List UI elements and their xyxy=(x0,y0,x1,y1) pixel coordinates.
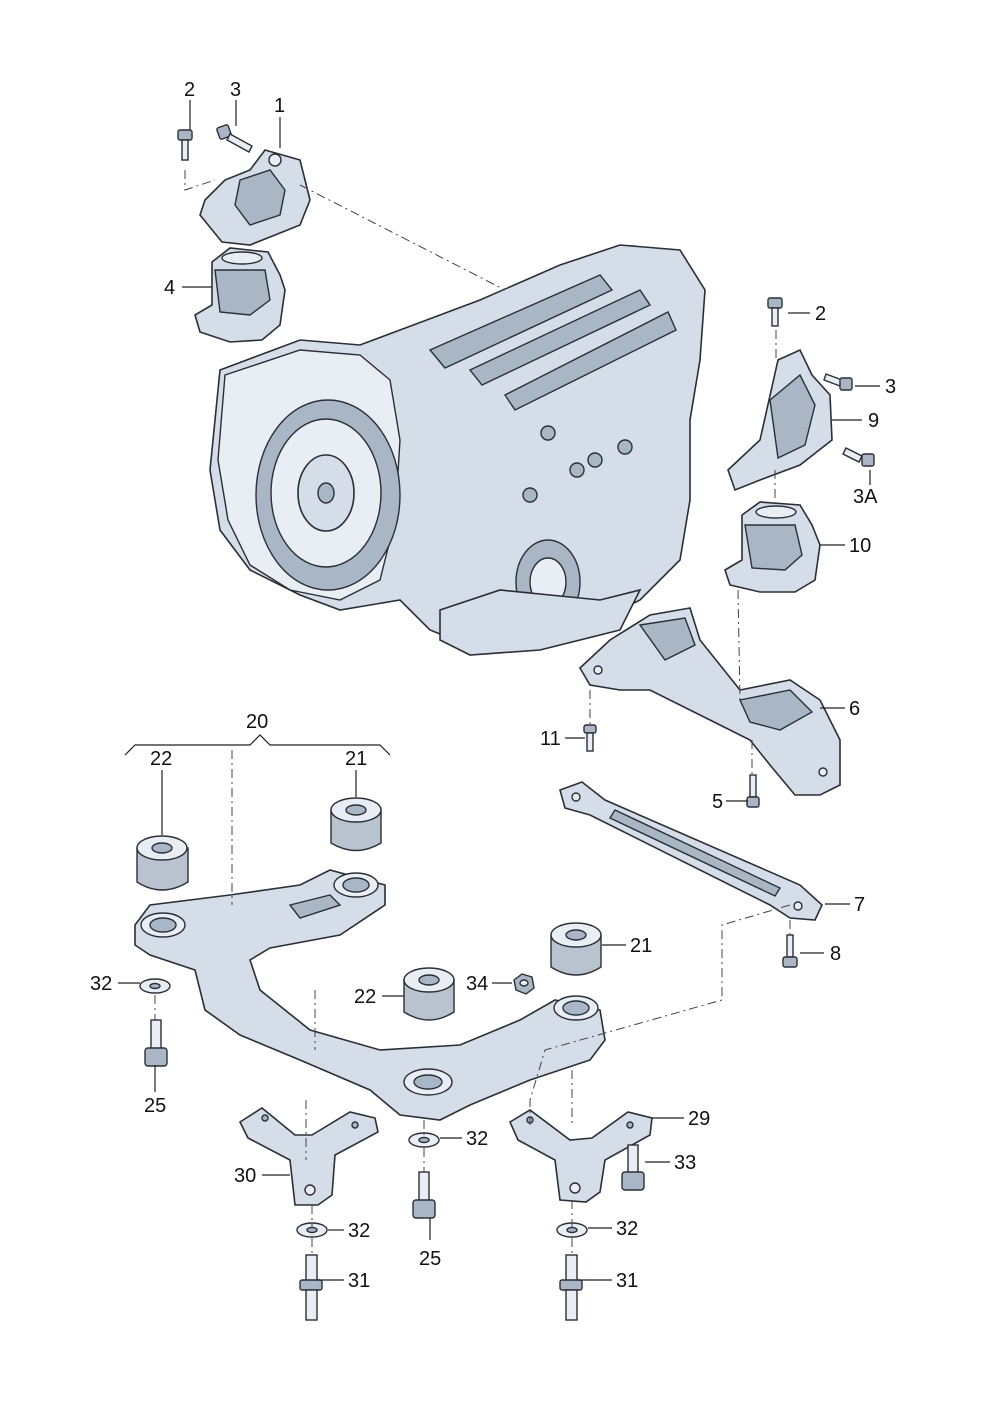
bushing-21-right xyxy=(550,922,602,976)
bolt-2-top xyxy=(177,129,193,161)
bolt-25-left xyxy=(144,1019,168,1067)
callout-31-right: 31 xyxy=(616,1270,638,1292)
callout-11: 11 xyxy=(540,728,561,750)
transmission xyxy=(209,244,706,656)
callout-32-bottom-right: 32 xyxy=(616,1218,638,1240)
bracket-9 xyxy=(727,348,833,492)
callout-3-right: 3 xyxy=(885,376,896,398)
washer-32-left xyxy=(139,978,171,994)
bolt-11 xyxy=(583,724,597,752)
washer-32-bottom-left xyxy=(296,1222,328,1238)
bolt-3-right xyxy=(823,373,853,391)
callout-34: 34 xyxy=(466,973,488,995)
callout-32-left: 32 xyxy=(90,973,112,995)
callout-21-left: 21 xyxy=(345,748,367,770)
bracket-1 xyxy=(199,149,311,246)
callout-2-top: 2 xyxy=(184,79,195,101)
stud-31-right xyxy=(559,1254,583,1321)
washer-32-mid xyxy=(408,1132,440,1148)
bolt-5 xyxy=(746,774,760,808)
plate-30 xyxy=(238,1107,379,1206)
bolt-3a xyxy=(842,447,875,467)
assembly-lines xyxy=(154,170,791,1255)
callout-4: 4 xyxy=(164,277,175,299)
bolt-25-mid xyxy=(412,1171,436,1219)
callout-31-left: 31 xyxy=(348,1270,370,1292)
callout-32-bottom-left: 32 xyxy=(348,1220,370,1242)
bolt-8 xyxy=(782,934,798,968)
callout-20: 20 xyxy=(246,711,268,733)
group-brace-20 xyxy=(124,734,391,756)
callout-8: 8 xyxy=(830,943,841,965)
callout-33: 33 xyxy=(674,1152,696,1174)
mount-4 xyxy=(194,247,286,343)
crossmember-6 xyxy=(578,607,841,796)
callout-9: 9 xyxy=(868,410,879,432)
callout-25-left: 25 xyxy=(144,1095,166,1117)
bushing-21-left xyxy=(330,797,382,852)
callout-25-mid: 25 xyxy=(419,1248,441,1270)
bolt-33 xyxy=(621,1144,645,1191)
bolt-3-top xyxy=(216,124,253,153)
callout-labels: 1 2 3 4 2 3 9 3A 10 6 11 5 7 8 20 22 21 … xyxy=(90,79,896,1292)
bushing-22-mid xyxy=(403,967,455,1021)
bushing-22-left xyxy=(136,835,189,891)
callout-1: 1 xyxy=(274,95,285,117)
callout-10: 10 xyxy=(849,535,871,557)
callout-2-right: 2 xyxy=(815,303,826,325)
callout-22-left: 22 xyxy=(150,748,172,770)
stud-31-left xyxy=(299,1254,323,1321)
callout-6: 6 xyxy=(849,698,860,720)
callout-30: 30 xyxy=(234,1165,256,1187)
callout-21-right: 21 xyxy=(630,935,652,957)
callout-7: 7 xyxy=(854,894,865,916)
callout-32-mid: 32 xyxy=(466,1128,488,1150)
callout-29: 29 xyxy=(688,1108,710,1130)
mount-10 xyxy=(724,501,821,593)
bolt-2-right xyxy=(767,297,783,327)
leader-lines xyxy=(118,100,880,1281)
callout-3a: 3A xyxy=(853,486,878,508)
callout-5: 5 xyxy=(712,791,723,813)
strap-7 xyxy=(559,781,823,921)
callout-3-top: 3 xyxy=(230,79,241,101)
subframe xyxy=(134,869,606,1121)
callout-22-mid: 22 xyxy=(354,986,376,1008)
nut-34 xyxy=(513,973,535,995)
